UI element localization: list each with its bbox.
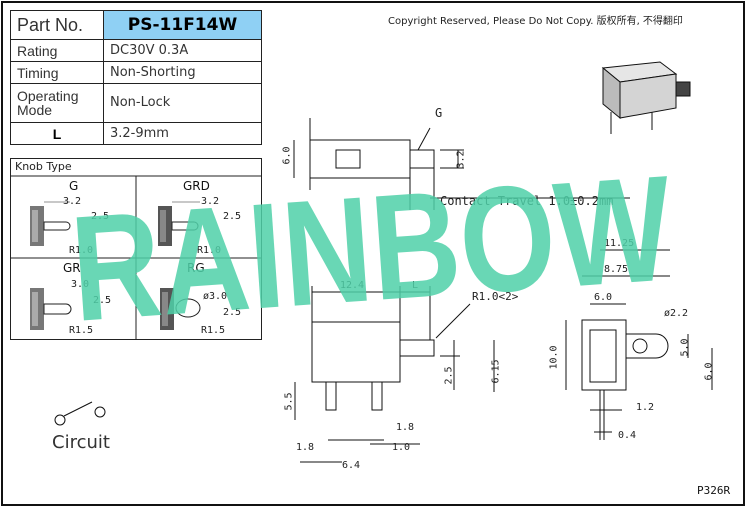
knob-gr-d1: 3.0 bbox=[71, 279, 90, 290]
knob-rg-r: R1.5 bbox=[201, 325, 226, 336]
dim-1-0: 1.0 bbox=[392, 442, 411, 453]
top-view bbox=[293, 118, 630, 210]
knob-g-d2: 2.5 bbox=[91, 211, 110, 222]
product-photo bbox=[601, 61, 691, 134]
dim-L: L bbox=[412, 280, 419, 291]
dim-radius: R1.0<2> bbox=[472, 290, 519, 303]
spec-row: Timing Non-Shorting bbox=[10, 61, 262, 84]
circuit-symbol bbox=[54, 401, 106, 426]
spec-row: Operating Mode Non-Lock bbox=[10, 83, 262, 123]
knob-type-title: Knob Type bbox=[15, 160, 72, 173]
top-view-label: G bbox=[435, 106, 443, 120]
spec-label: Rating bbox=[10, 39, 104, 62]
page-number: P326R bbox=[697, 484, 731, 497]
dim-1-8-right: 1.8 bbox=[396, 422, 415, 433]
knob-g-label: G bbox=[69, 179, 79, 193]
spec-value: 3.2-9mm bbox=[103, 122, 262, 145]
knob-g-icon bbox=[30, 201, 71, 246]
knob-gr-d2: 2.5 bbox=[93, 295, 112, 306]
knob-rg-d1: ø3.0 bbox=[203, 291, 228, 302]
knob-gr-icon bbox=[30, 288, 72, 330]
copyright-notice: Copyright Reserved, Please Do Not Copy. … bbox=[388, 16, 683, 27]
knob-rg-icon bbox=[160, 288, 201, 330]
knob-grd-d1: 3.2 bbox=[201, 196, 220, 207]
dim-6-0-side: 6.0 bbox=[594, 292, 613, 303]
knob-g-d1: 3.2 bbox=[63, 196, 82, 207]
knob-grd-label: GRD bbox=[183, 179, 210, 193]
side-view bbox=[565, 249, 713, 440]
knob-gr-r: R1.5 bbox=[69, 325, 94, 336]
dim-1-2: 1.2 bbox=[636, 402, 655, 413]
spec-label: Operating Mode bbox=[10, 83, 104, 123]
watermark-text: RAINBOW bbox=[66, 143, 677, 352]
knob-gr-label: GR bbox=[63, 261, 81, 275]
dim-11-25: 11.25 bbox=[604, 238, 635, 249]
knob-grid bbox=[10, 175, 262, 340]
knob-grd-r: R1.0 bbox=[197, 245, 222, 256]
dim-dia-2-2: ø2.2 bbox=[664, 308, 689, 319]
dim-8-75: 8.75 bbox=[604, 264, 629, 275]
knob-grd-icon bbox=[158, 201, 200, 246]
spec-value: Non-Shorting bbox=[103, 61, 262, 84]
circuit-label: Circuit bbox=[52, 432, 110, 453]
knob-g-r: R1.0 bbox=[69, 245, 94, 256]
knob-type-panel: Knob Type bbox=[10, 158, 262, 340]
knob-rg-d2: 2.5 bbox=[223, 307, 242, 318]
dim-1-8-left: 1.8 bbox=[296, 442, 315, 453]
dim-length: 12.4 bbox=[340, 280, 365, 291]
knob-grd-d2: 2.5 bbox=[223, 211, 242, 222]
spec-value: Non-Lock bbox=[103, 83, 262, 123]
spec-table: Part No. PS-11F14W Rating DC30V 0.3A Tim… bbox=[10, 10, 262, 145]
front-view bbox=[294, 286, 495, 463]
dim-0-4: 0.4 bbox=[618, 430, 637, 441]
contact-travel: Contact Travel 1.0±0.2mm bbox=[440, 194, 614, 208]
spec-row: L 3.2-9mm bbox=[10, 122, 262, 145]
knob-rg-label: RG bbox=[187, 261, 205, 275]
dim-6-4: 6.4 bbox=[342, 460, 361, 471]
